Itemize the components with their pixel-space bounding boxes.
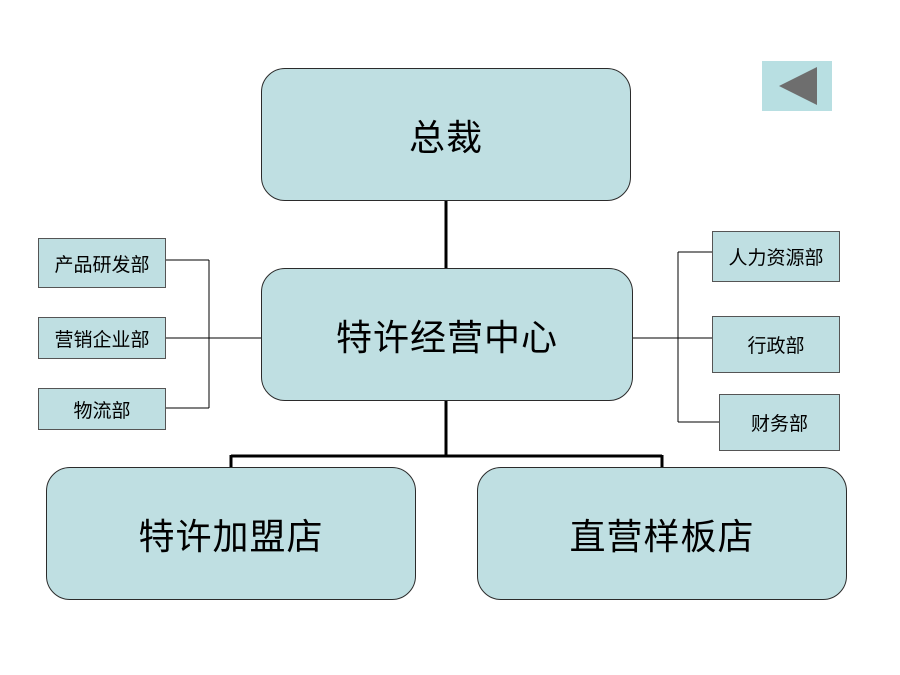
- dept-finance: 财务部: [719, 394, 840, 451]
- franchise-store-node: 特许加盟店: [46, 467, 416, 600]
- back-button[interactable]: [762, 61, 832, 111]
- franchise-center-node: 特许经营中心: [261, 268, 633, 401]
- back-triangle-icon: [779, 67, 817, 105]
- ceo-node: 总裁: [261, 68, 631, 201]
- dept-product-rd: 产品研发部: [38, 238, 166, 288]
- dept-hr: 人力资源部: [712, 231, 840, 282]
- flagship-store-node: 直营样板店: [477, 467, 847, 600]
- dept-logistics: 物流部: [38, 388, 166, 430]
- dept-marketing: 营销企业部: [38, 317, 166, 359]
- dept-admin: 行政部: [712, 316, 840, 373]
